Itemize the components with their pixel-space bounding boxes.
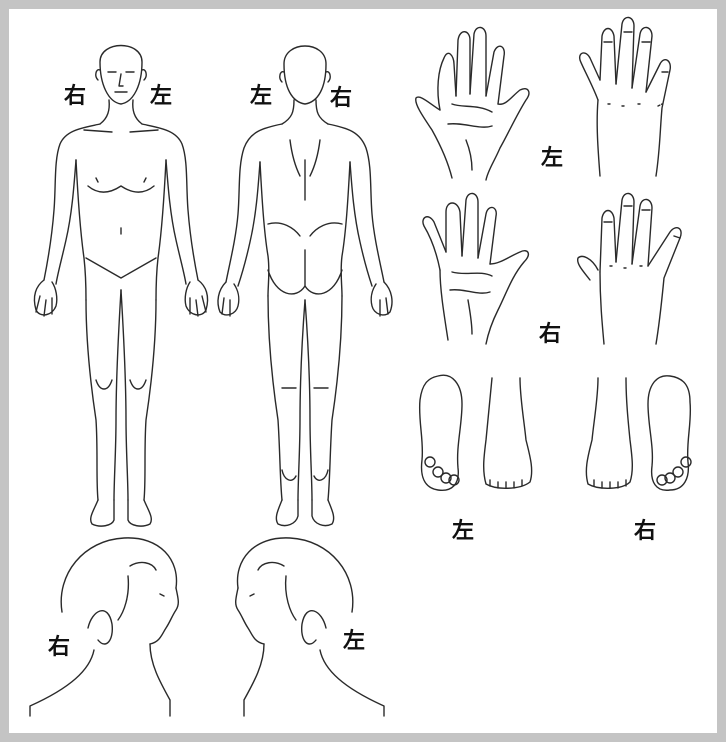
- foot-sole-left: [420, 375, 462, 490]
- foot-top-right: [586, 378, 632, 488]
- hand-palm-top: [416, 27, 529, 180]
- front-body-right-label: 右: [64, 86, 86, 108]
- head-right-profile-label: 右: [48, 637, 70, 659]
- back-body-figure: [218, 46, 392, 526]
- back-body-right-label: 右: [330, 88, 352, 110]
- hand-palm-mid: [423, 193, 528, 344]
- hands-bottom-label: 右: [539, 324, 561, 346]
- foot-sole-right: [648, 376, 691, 490]
- front-body-left-label: 左: [150, 86, 172, 108]
- head-left-profile-label: 左: [343, 631, 365, 653]
- hand-back-mid: [578, 193, 681, 344]
- hand-back-top: [580, 17, 671, 176]
- foot-top-left: [484, 378, 532, 488]
- feet-left-label: 左: [452, 521, 474, 543]
- feet-right-label: 右: [634, 521, 656, 543]
- back-body-left-label: 左: [250, 86, 272, 108]
- head-profile-right: [30, 538, 178, 716]
- front-body-figure: [34, 46, 207, 527]
- hands-top-label: 左: [541, 148, 563, 170]
- head-profile-left: [236, 538, 384, 716]
